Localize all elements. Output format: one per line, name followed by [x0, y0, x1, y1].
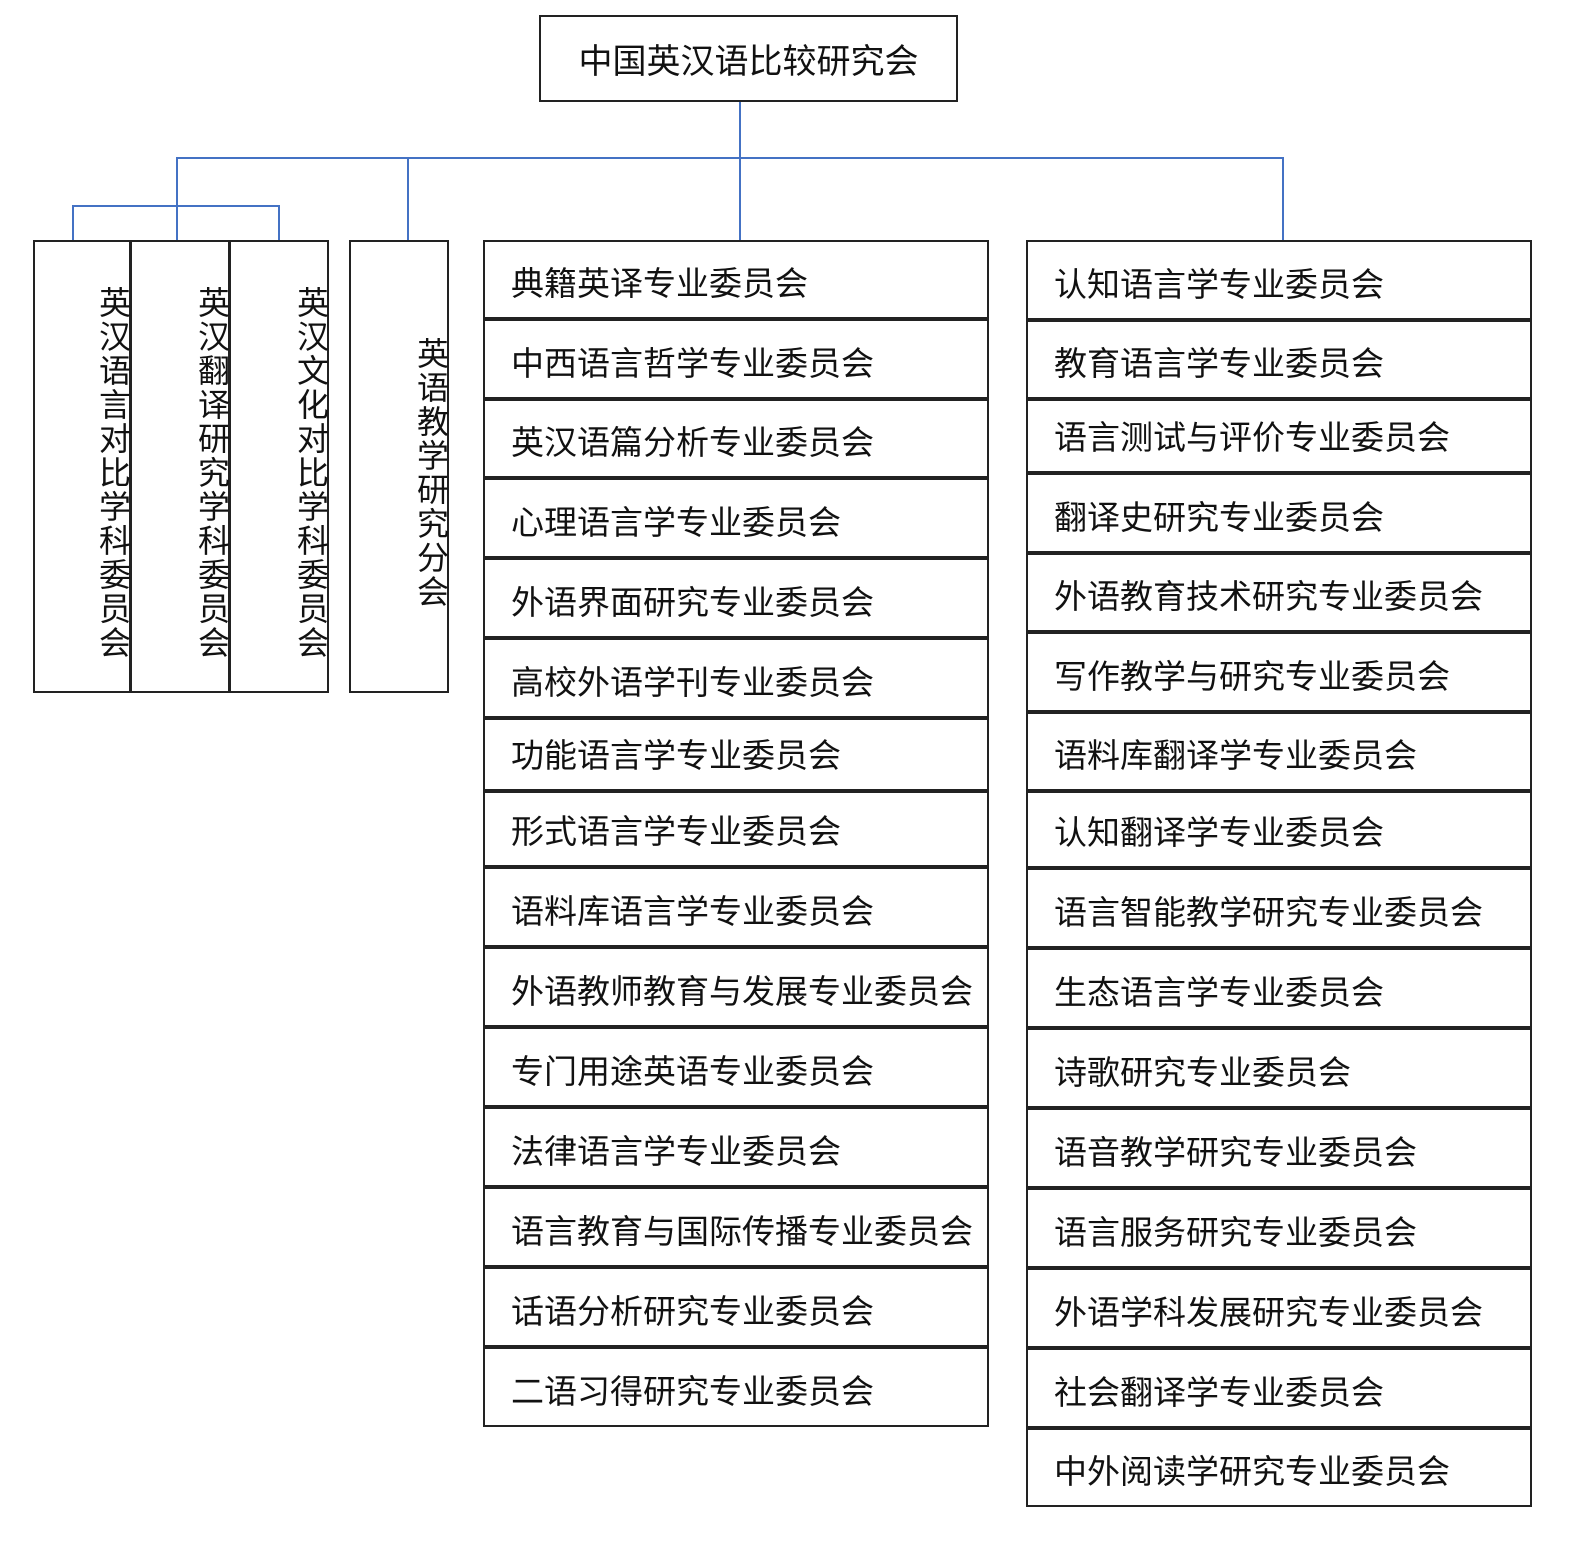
connector	[1282, 157, 1284, 240]
committee-row: 诗歌研究专业委员会	[1026, 1028, 1532, 1108]
committee-row: 功能语言学专业委员会	[483, 718, 989, 791]
connector	[72, 205, 280, 207]
committee-row: 英汉语篇分析专业委员会	[483, 399, 989, 478]
committee-label: 生态语言学专业委员会	[1054, 973, 1384, 1012]
committee-label: 认知语言学专业委员会	[1054, 265, 1384, 304]
committee-row: 语言测试与评价专业委员会	[1026, 399, 1532, 473]
committee-label: 语言服务研究专业委员会	[1054, 1213, 1417, 1252]
committee-label: 典籍英译专业委员会	[511, 264, 808, 303]
committee-label: 社会翻译学专业委员会	[1054, 1373, 1384, 1412]
committee-row: 典籍英译专业委员会	[483, 240, 989, 319]
committee-row: 语音教学研究专业委员会	[1026, 1108, 1532, 1188]
committee-label: 心理语言学专业委员会	[511, 503, 841, 542]
committee-label: 语言教育与国际传播专业委员会	[511, 1212, 973, 1251]
committee-row: 形式语言学专业委员会	[483, 791, 989, 867]
committee-row: 翻译史研究专业委员会	[1026, 473, 1532, 553]
committee-label: 语料库语言学专业委员会	[511, 892, 874, 931]
committee-row: 中西语言哲学专业委员会	[483, 319, 989, 399]
committee-node: 英汉翻译研究学科委员会	[130, 240, 231, 693]
root-title: 中国英汉语比较研究会	[578, 42, 919, 82]
root-node: 中国英汉语比较研究会	[539, 15, 958, 102]
committee-label: 语音教学研究专业委员会	[1054, 1133, 1417, 1172]
committee-label: 外语教师教育与发展专业委员会	[511, 972, 973, 1011]
connector	[407, 157, 409, 240]
committee-label: 专门用途英语专业委员会	[511, 1052, 874, 1091]
committee-row: 二语习得研究专业委员会	[483, 1347, 989, 1427]
committee-row: 高校外语学刊专业委员会	[483, 638, 989, 718]
connector	[176, 157, 178, 240]
committee-row: 外语教育技术研究专业委员会	[1026, 553, 1532, 632]
committee-label: 中外阅读学研究专业委员会	[1054, 1452, 1450, 1491]
committee-row: 心理语言学专业委员会	[483, 478, 989, 558]
committee-label: 语言测试与评价专业委员会	[1054, 418, 1450, 457]
committee-row: 语料库语言学专业委员会	[483, 867, 989, 947]
committee-label: 语言智能教学研究专业委员会	[1054, 893, 1483, 932]
committee-label: 外语界面研究专业委员会	[511, 583, 874, 622]
committee-row: 语言智能教学研究专业委员会	[1026, 868, 1532, 948]
committee-label: 二语习得研究专业委员会	[511, 1372, 874, 1411]
committee-label: 高校外语学刊专业委员会	[511, 663, 874, 702]
committee-label: 外语学科发展研究专业委员会	[1054, 1293, 1483, 1332]
committee-label: 教育语言学专业委员会	[1054, 344, 1384, 383]
committee-label: 英汉翻译研究学科委员会	[193, 285, 231, 660]
committee-label: 语料库翻译学专业委员会	[1054, 736, 1417, 775]
committee-row: 法律语言学专业委员会	[483, 1107, 989, 1187]
committee-label: 外语教育技术研究专业委员会	[1054, 577, 1483, 616]
committee-label: 诗歌研究专业委员会	[1054, 1053, 1351, 1092]
committee-label: 英汉语言对比学科委员会	[94, 285, 132, 660]
committee-row: 话语分析研究专业委员会	[483, 1267, 989, 1347]
branch-label: 英语教学研究分会	[412, 336, 450, 609]
committee-label: 话语分析研究专业委员会	[511, 1292, 874, 1331]
committee-row: 语料库翻译学专业委员会	[1026, 712, 1532, 791]
committee-node: 英汉文化对比学科委员会	[229, 240, 330, 693]
committee-row: 语言教育与国际传播专业委员会	[483, 1187, 989, 1267]
committee-row: 语言服务研究专业委员会	[1026, 1188, 1532, 1268]
committee-row: 社会翻译学专业委员会	[1026, 1348, 1532, 1428]
connector	[739, 101, 741, 240]
committee-label: 中西语言哲学专业委员会	[511, 344, 874, 383]
committee-row: 外语界面研究专业委员会	[483, 558, 989, 638]
committee-row: 专门用途英语专业委员会	[483, 1027, 989, 1107]
committee-row: 生态语言学专业委员会	[1026, 948, 1532, 1028]
committee-row: 写作教学与研究专业委员会	[1026, 632, 1532, 712]
committee-label: 写作教学与研究专业委员会	[1054, 657, 1450, 696]
committee-label: 英汉语篇分析专业委员会	[511, 423, 874, 462]
branch-node: 英语教学研究分会	[349, 240, 450, 693]
committee-row: 教育语言学专业委员会	[1026, 320, 1532, 399]
connector	[278, 205, 280, 240]
committee-label: 法律语言学专业委员会	[511, 1132, 841, 1171]
committee-row: 中外阅读学研究专业委员会	[1026, 1428, 1532, 1507]
committee-label: 形式语言学专业委员会	[511, 812, 841, 851]
committee-label: 翻译史研究专业委员会	[1054, 498, 1384, 537]
committee-row: 外语教师教育与发展专业委员会	[483, 947, 989, 1027]
committee-row: 认知翻译学专业委员会	[1026, 791, 1532, 868]
connector	[176, 157, 1284, 159]
committee-label: 认知翻译学专业委员会	[1054, 813, 1384, 852]
committee-node: 英汉语言对比学科委员会	[33, 240, 132, 693]
committee-row: 外语学科发展研究专业委员会	[1026, 1268, 1532, 1348]
committee-label: 功能语言学专业委员会	[511, 736, 841, 775]
connector	[72, 205, 74, 240]
committee-label: 英汉文化对比学科委员会	[292, 285, 330, 660]
committee-row: 认知语言学专业委员会	[1026, 240, 1532, 320]
